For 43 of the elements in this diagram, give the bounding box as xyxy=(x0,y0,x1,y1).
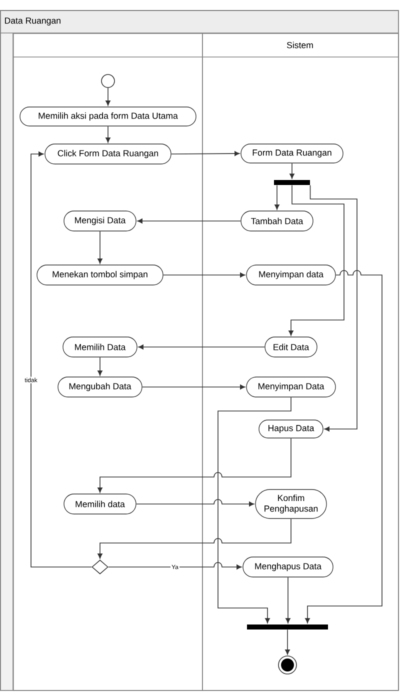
activity-box: Menghapus Data xyxy=(242,556,334,578)
arrow xyxy=(106,88,110,106)
arrow xyxy=(274,184,280,210)
arrow xyxy=(162,272,246,278)
activity-box: Memilih Data xyxy=(62,336,138,358)
activity-box: Menekan tombol simpan xyxy=(36,264,164,286)
activity-box: Memilih data xyxy=(64,494,136,514)
arrow xyxy=(218,396,292,624)
fork-bar xyxy=(274,180,310,186)
end-circle xyxy=(278,656,297,674)
start-circle xyxy=(101,74,115,88)
arrow xyxy=(30,152,92,568)
arrow xyxy=(288,184,344,336)
arrow xyxy=(305,270,382,624)
arrow xyxy=(290,162,294,179)
activity-box: Memilih aksi pada form Data Utama xyxy=(20,106,196,126)
activity-box: Click Form Data Ruangan xyxy=(44,144,172,164)
activity-box: Tambah Data xyxy=(240,210,314,232)
activity-box: Mengisi Data xyxy=(64,210,136,232)
arrow xyxy=(108,562,242,570)
activity-box: Menyimpan data xyxy=(246,264,336,286)
join-bar xyxy=(247,624,328,630)
arrow xyxy=(106,126,110,143)
swimlane xyxy=(12,33,203,691)
arrow xyxy=(285,629,290,655)
arrow xyxy=(98,438,292,493)
arrow xyxy=(170,151,240,156)
activity-box: Menyimpan Data xyxy=(246,376,336,398)
activity-box: Mengubah Data xyxy=(58,376,142,398)
arrow xyxy=(310,184,358,432)
arrow xyxy=(137,218,242,224)
activity-box: Hapus Data xyxy=(258,420,324,438)
arrow xyxy=(286,576,290,624)
decision-diamond xyxy=(92,560,108,574)
arrow xyxy=(142,384,246,390)
arrow xyxy=(98,518,292,559)
arrow xyxy=(136,499,254,506)
arrow xyxy=(98,230,102,264)
arrow xyxy=(98,356,102,376)
activity-box: Form Data Ruangan xyxy=(240,144,344,164)
activity-box: Konfim Penghapusan xyxy=(255,489,327,519)
arrow xyxy=(138,344,266,350)
activity-box: Edit Data xyxy=(264,336,318,358)
